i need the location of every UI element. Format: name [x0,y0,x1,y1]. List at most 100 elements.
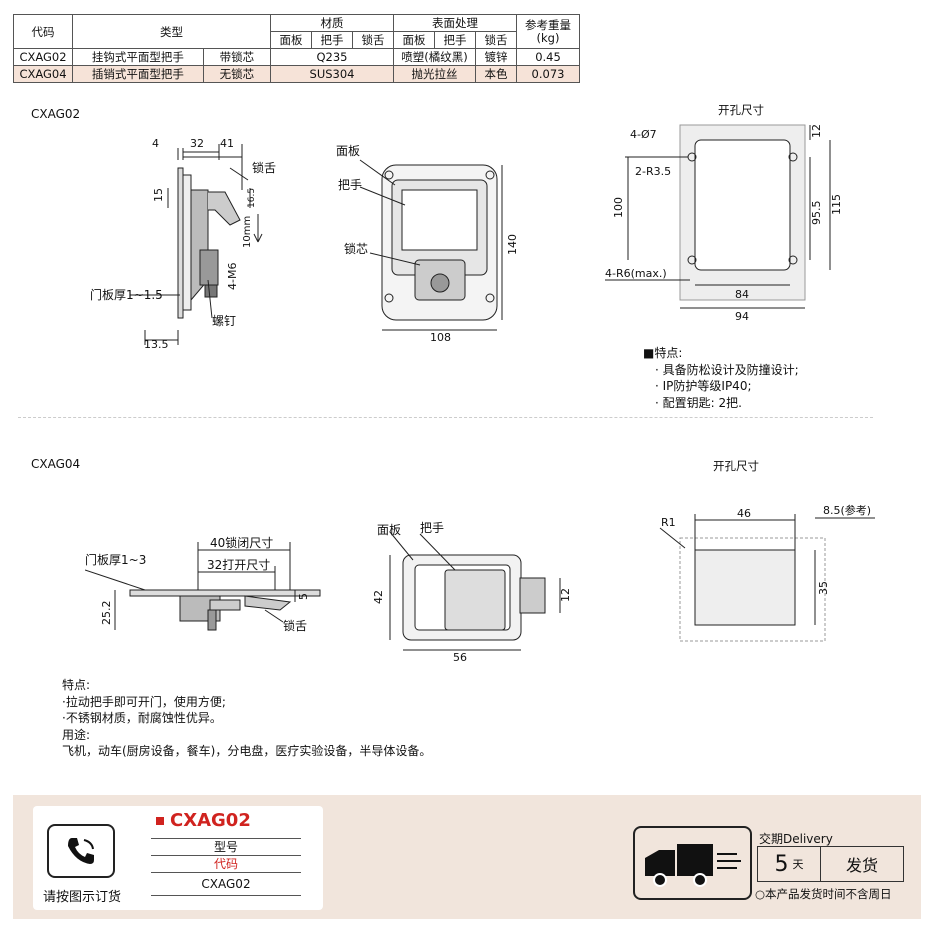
features-title: ■特点: [643,346,683,360]
code-value: CXAG02 [151,873,301,896]
label-r3-5: 2-R3.5 [635,165,671,178]
dim-open: 32打开尺寸 [207,558,270,572]
cxag04-title: CXAG04 [31,457,81,471]
cxag02-cutout: 4-Ø7 2-R3.5 4-R6(max.) 12 100 95.5 115 8… [605,124,843,323]
dim-140: 140 [506,234,519,255]
cxag04-cutout: R1 46 8.5(参考) 35 [659,503,875,642]
dim-42: 42 [372,590,385,604]
label-door: 门板厚1~3 [85,552,146,567]
feature-item: · IP防护等级IP40; [655,379,752,393]
dim-8-5: 8.5(参考) [823,503,871,517]
dim-12: 12 [559,588,572,602]
cell-type: 挂钩式平面型把手 [72,48,204,66]
cell-surface: 抛光拉丝 [393,65,476,83]
label-r1: R1 [661,516,676,529]
cxag02-cutout-title: 开孔尺寸 [718,103,764,117]
cell-type: 插销式平面型把手 [72,65,204,83]
dim-15: 15 [152,188,165,202]
cell-surface-tongue: 本色 [475,65,517,83]
notes-line: ·拉动把手即可开门，使用方便; [62,694,226,709]
dim-closed: 40锁闭尺寸 [210,535,273,550]
dim-32: 32 [190,137,204,150]
order-code-box: 型号 代码 CXAG02 [151,838,301,900]
table-row: CXAG04 插销式平面型把手 无锁芯 SUS304 抛光拉丝 本色 0.073 [13,65,580,83]
truck-icon [633,826,752,900]
cxag04-notes: 特点: ·拉动把手即可开门，使用方便; ·不锈钢材质，耐腐蚀性优异。 用途: 飞… [62,677,431,760]
cxag02-front-view: 面板 把手 锁芯 140 108 [336,144,519,344]
cell-core: 带锁芯 [202,48,272,66]
th-mat-panel: 面板 [270,31,312,49]
ship-label: 发货 [845,856,878,875]
dim-46: 46 [737,507,751,520]
th-surf-tongue: 锁舌 [475,31,517,49]
cell-code: CXAG02 [13,48,73,66]
feature-item: · 具备防松设计及防撞设计; [655,362,799,377]
label-tongue: 锁舌 [283,618,307,633]
cell-surface-tongue: 镀锌 [475,48,517,66]
dim-95-5: 95.5 [810,201,823,226]
notes-line: 特点: [62,678,91,692]
cell-weight: 0.073 [516,65,580,83]
notes-line: 飞机，动车(厨房设备，餐车)，分电盘，医疗实验设备，半导体设备。 [62,744,432,758]
dim-16-5: 16.5 [247,188,257,208]
delivery-note: ○本产品发货时间不含周日 [755,887,892,901]
notes-line: ·不锈钢材质，耐腐蚀性优异。 [62,711,222,725]
label-handle: 把手 [338,178,362,192]
order-instruction: 请按图示订货 [43,890,122,905]
dim-10mm: 10mm [242,216,253,248]
dim-5: 5 [297,593,310,600]
dim-13-5: 13.5 [144,338,169,351]
days-value: 5 [774,851,789,877]
label-panel: 面板 [336,144,360,158]
cell-surface: 喷塑(橘纹黑) [393,48,476,66]
dim-4: 4 [152,137,159,150]
day-unit: 天 [792,858,804,871]
label-core: 锁芯 [344,241,368,256]
label-holes: 4-Ø7 [630,128,657,141]
th-code: 代码 [13,14,73,49]
spec-table: 代码 类型 材质 表面处理 参考重量(kg) 面板 把手 锁舌 面板 把手 锁舌… [13,14,580,83]
th-weight: 参考重量(kg) [516,14,580,49]
label-handle: 把手 [420,521,444,535]
delivery-title: 交期Delivery [759,832,833,846]
cxag04-cutout-title: 开孔尺寸 [713,459,759,473]
label-door: 门板厚1~1.5 [90,287,163,302]
cxag02-title: CXAG02 [31,107,81,121]
dim-94: 94 [735,310,749,323]
label-screw: 螺钉 [212,314,236,328]
bullet-icon [156,817,164,825]
notes-line: 用途: [62,727,91,742]
cell-material: Q235 [270,48,394,66]
label-tongue: 锁舌 [252,160,276,175]
label-panel: 面板 [377,523,401,537]
th-mat-tongue: 锁舌 [352,31,394,49]
dim-100: 100 [612,197,625,218]
th-mat-handle: 把手 [311,31,353,49]
cell-material: SUS304 [270,65,394,83]
th-type: 类型 [72,14,271,49]
dim-108: 108 [430,331,451,344]
cxag02-side-view: 4 32 41 15 16.5 10mm 4-M6 锁舌 门板厚1~1.5 螺钉… [90,137,276,351]
dim-56: 56 [453,651,467,664]
dim-41: 41 [220,137,234,150]
dim-4-m6: 4-M6 [226,263,239,290]
th-surf-panel: 面板 [393,31,435,49]
dim-25-2: 25.2 [100,601,113,626]
cxag02-features: ■特点: · 具备防松设计及防撞设计; · IP防护等级IP40; · 配置钥匙… [643,345,799,411]
phone-icon [47,824,115,878]
code-label: 代码 [151,856,301,873]
order-card: 请按图示订货 CXAG02 型号 代码 CXAG02 [33,806,323,910]
th-surf-handle: 把手 [434,31,476,49]
cxag04-front-view: 面板 把手 42 12 56 [372,521,572,664]
th-surface: 表面处理 [393,14,517,32]
type-label: 型号 [151,838,301,856]
cxag04-side-view: 40锁闭尺寸 32打开尺寸 门板厚1~3 25.2 5 锁舌 [85,535,321,633]
cell-core: 无锁芯 [202,65,272,83]
cell-code: CXAG04 [13,65,73,83]
th-material: 材质 [270,14,394,32]
table-row: CXAG02 挂钩式平面型把手 带锁芯 Q235 喷塑(橘纹黑) 镀锌 0.45 [13,48,580,66]
